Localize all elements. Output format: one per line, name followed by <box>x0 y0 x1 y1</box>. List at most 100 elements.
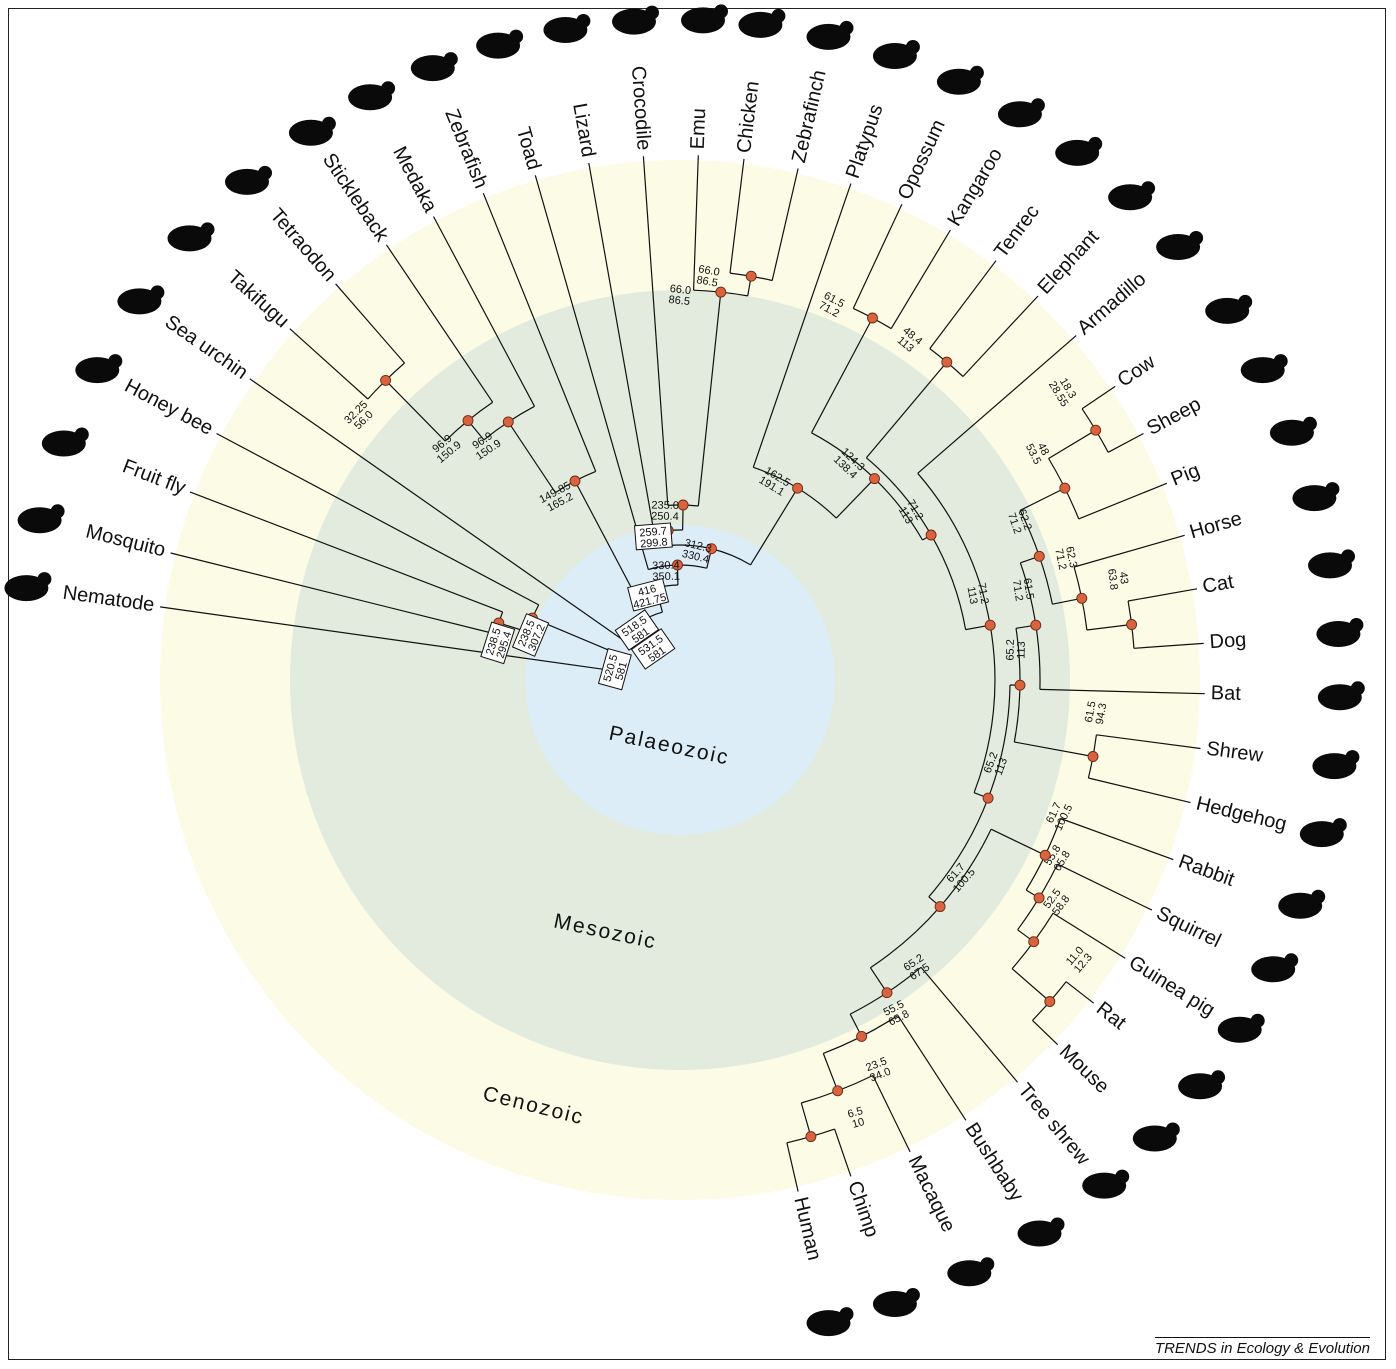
taxon-label-crocodile: Crocodile <box>627 65 655 151</box>
taxon-label-rat: Rat <box>1092 998 1130 1035</box>
era-band-palaeozoic <box>525 525 835 835</box>
branch-bat <box>1039 688 1205 695</box>
node-neognathae <box>745 270 757 282</box>
branch-theria <box>835 478 875 519</box>
branch-tetraodon <box>335 283 405 364</box>
toad-icon <box>476 29 524 59</box>
node-date-neognathae: 66.086.5 <box>695 263 720 289</box>
taxon-label-armadillo: Armadillo <box>1073 268 1150 339</box>
node-pufferfish <box>380 374 392 386</box>
fish-icon <box>410 52 458 82</box>
squirrel-icon <box>1251 953 1299 983</box>
node-date-lower: 6.5 <box>846 1105 864 1121</box>
node-date-lower: 235.0 <box>651 499 679 511</box>
node-date-lower: 66.0 <box>669 283 692 297</box>
node-date-upper: 71.2 <box>1052 548 1068 571</box>
branch-aves <box>697 292 722 507</box>
sheep-icon <box>1240 354 1288 384</box>
node-date-lower: 66.0 <box>697 263 720 279</box>
branch-chimp <box>834 1128 852 1177</box>
taxon-label-mosquito: Mosquito <box>84 520 168 561</box>
taxon-label-shrew: Shrew <box>1205 738 1265 767</box>
node-mammalia <box>792 482 804 494</box>
node-date-scrotifera: 61.571.2 <box>1010 577 1036 602</box>
taxon-label-toad: Toad <box>512 125 545 173</box>
taxon-label-stickleback: Stickleback <box>318 149 393 246</box>
node-date-box <box>630 628 676 670</box>
taxon-label-opossum: Opossum <box>894 116 950 203</box>
taxon-label-cow: Cow <box>1114 351 1160 392</box>
node-primates <box>856 1030 868 1042</box>
cat-icon <box>1308 549 1355 579</box>
branch-hedgehog <box>1088 777 1191 804</box>
node-archosauria <box>677 499 689 511</box>
branch-medaka <box>432 216 536 407</box>
node-boreoeutheria <box>982 792 994 804</box>
taxon-label-tenrec: Tenrec <box>990 201 1044 262</box>
cow-icon <box>1205 294 1253 324</box>
elephant-icon <box>1108 181 1156 211</box>
rabbit-icon <box>1278 889 1326 919</box>
branch-mouse <box>1032 1019 1059 1046</box>
node-catarrhini <box>832 1085 844 1097</box>
branch-glires <box>990 828 1046 856</box>
node-date-lower: 330.4 <box>652 560 680 573</box>
branch-squirrel <box>1057 863 1153 911</box>
node-carnivora <box>1126 619 1138 630</box>
node-date-aves: 66.086.5 <box>668 283 692 308</box>
branch-kangaroo <box>890 229 951 329</box>
node-date-box <box>597 648 632 691</box>
node-laurasiatheria <box>1014 679 1026 691</box>
node-percomorph <box>462 415 474 427</box>
node-rodent-gp <box>1028 936 1040 948</box>
branch-acanthopterygii <box>507 421 556 493</box>
branch-stickleback <box>385 244 494 403</box>
horse-icon <box>1292 482 1340 512</box>
branch-dog <box>1133 642 1204 649</box>
node-date-lower: 62.3 <box>1063 545 1079 568</box>
node-date-eulipotyphla: 61.594.3 <box>1083 700 1110 725</box>
node-eulipotyphla <box>1087 751 1099 762</box>
branch-cow <box>1081 385 1116 410</box>
node-date-upper: 250.4 <box>651 510 679 522</box>
taxon-label-seaurchin: Sea urchin <box>161 311 252 384</box>
taxon-label-zebrafish: Zebrafish <box>440 106 492 192</box>
node-scrotifera <box>1030 619 1042 631</box>
taxon-label-kangaroo: Kangaroo <box>943 144 1007 230</box>
taxon-label-emu: Emu <box>687 108 710 150</box>
taxon-label-pig: Pig <box>1168 459 1203 490</box>
node-date-lower: 65.2 <box>1005 639 1017 661</box>
branch-armadillo <box>917 335 1077 474</box>
branch-crocodile <box>642 156 669 506</box>
branch-elephant <box>962 295 1039 377</box>
taxon-label-treeshrew: Tree shrew <box>1013 1079 1094 1170</box>
node-rodentia <box>1033 892 1045 904</box>
node-date-upper: 113 <box>993 756 1010 777</box>
branch-macaque <box>872 1075 911 1153</box>
worm-icon <box>4 572 52 602</box>
taxon-label-takifugu: Takifugu <box>223 266 293 332</box>
taxon-label-macaque: Macaque <box>904 1152 960 1236</box>
node-acanthopterygii <box>502 416 514 428</box>
taxon-label-zebrafinch: Zebrafinch <box>788 68 831 165</box>
bat-icon <box>1317 681 1365 711</box>
taxon-label-dog: Dog <box>1209 629 1247 654</box>
node-date-upper: 94.3 <box>1094 702 1110 725</box>
dog-icon <box>1316 618 1364 647</box>
armadillo-icon <box>1156 231 1204 260</box>
taxon-label-cat: Cat <box>1201 571 1236 598</box>
guinea-pig-icon <box>1217 1013 1265 1043</box>
divergence-nodes: 6.51023.534.055.565.865.267.511.012.352.… <box>342 263 1138 1143</box>
taxon-label-squirrel: Squirrel <box>1153 902 1225 952</box>
pig-icon <box>1269 416 1317 446</box>
taxon-label-bat: Bat <box>1211 682 1242 705</box>
taxon-label-bushbaby: Bushbaby <box>961 1119 1028 1206</box>
branch-pig <box>1078 482 1168 520</box>
node-date-human-chimp: 6.510 <box>846 1105 866 1131</box>
macaque-icon <box>947 1257 995 1287</box>
node-date-lower: 43 <box>1117 571 1130 585</box>
